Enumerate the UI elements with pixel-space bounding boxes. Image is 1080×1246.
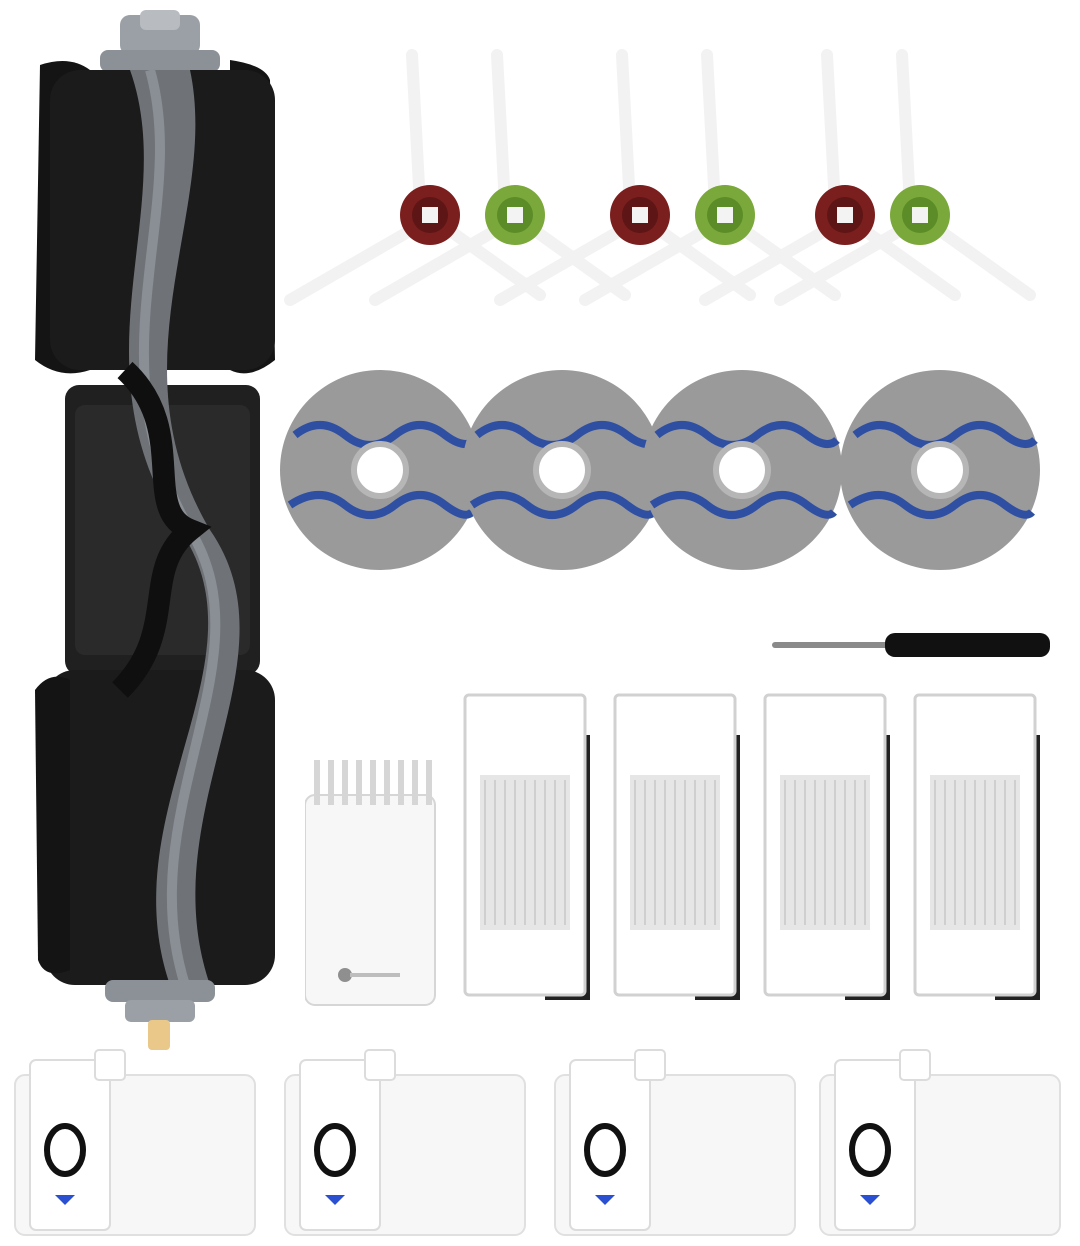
filter-3 (763, 693, 890, 1000)
mop-pad-4 (840, 370, 1040, 570)
filter-4 (913, 693, 1040, 1000)
side-brush-group (270, 20, 1070, 340)
mop-pad-group (280, 355, 1070, 585)
cleaning-tool (305, 760, 445, 1010)
side-brush-5 (699, 49, 961, 306)
dust-bag-group (10, 1040, 1070, 1240)
dust-bag-2 (284, 1049, 526, 1236)
dust-bag-4 (819, 1049, 1061, 1236)
side-brush-6 (774, 49, 1036, 306)
filter-1 (463, 693, 590, 1000)
main-roller-brush (30, 10, 290, 1060)
mop-pad-1 (280, 370, 480, 570)
dust-bag-3 (554, 1049, 796, 1236)
dust-bag-1 (14, 1049, 256, 1236)
side-brush-3 (494, 49, 756, 306)
screwdriver (770, 625, 1060, 665)
filter-group (460, 690, 1070, 1010)
filter-2 (613, 693, 740, 1000)
mop-pad-3 (642, 370, 842, 570)
mop-pad-2 (462, 370, 662, 570)
